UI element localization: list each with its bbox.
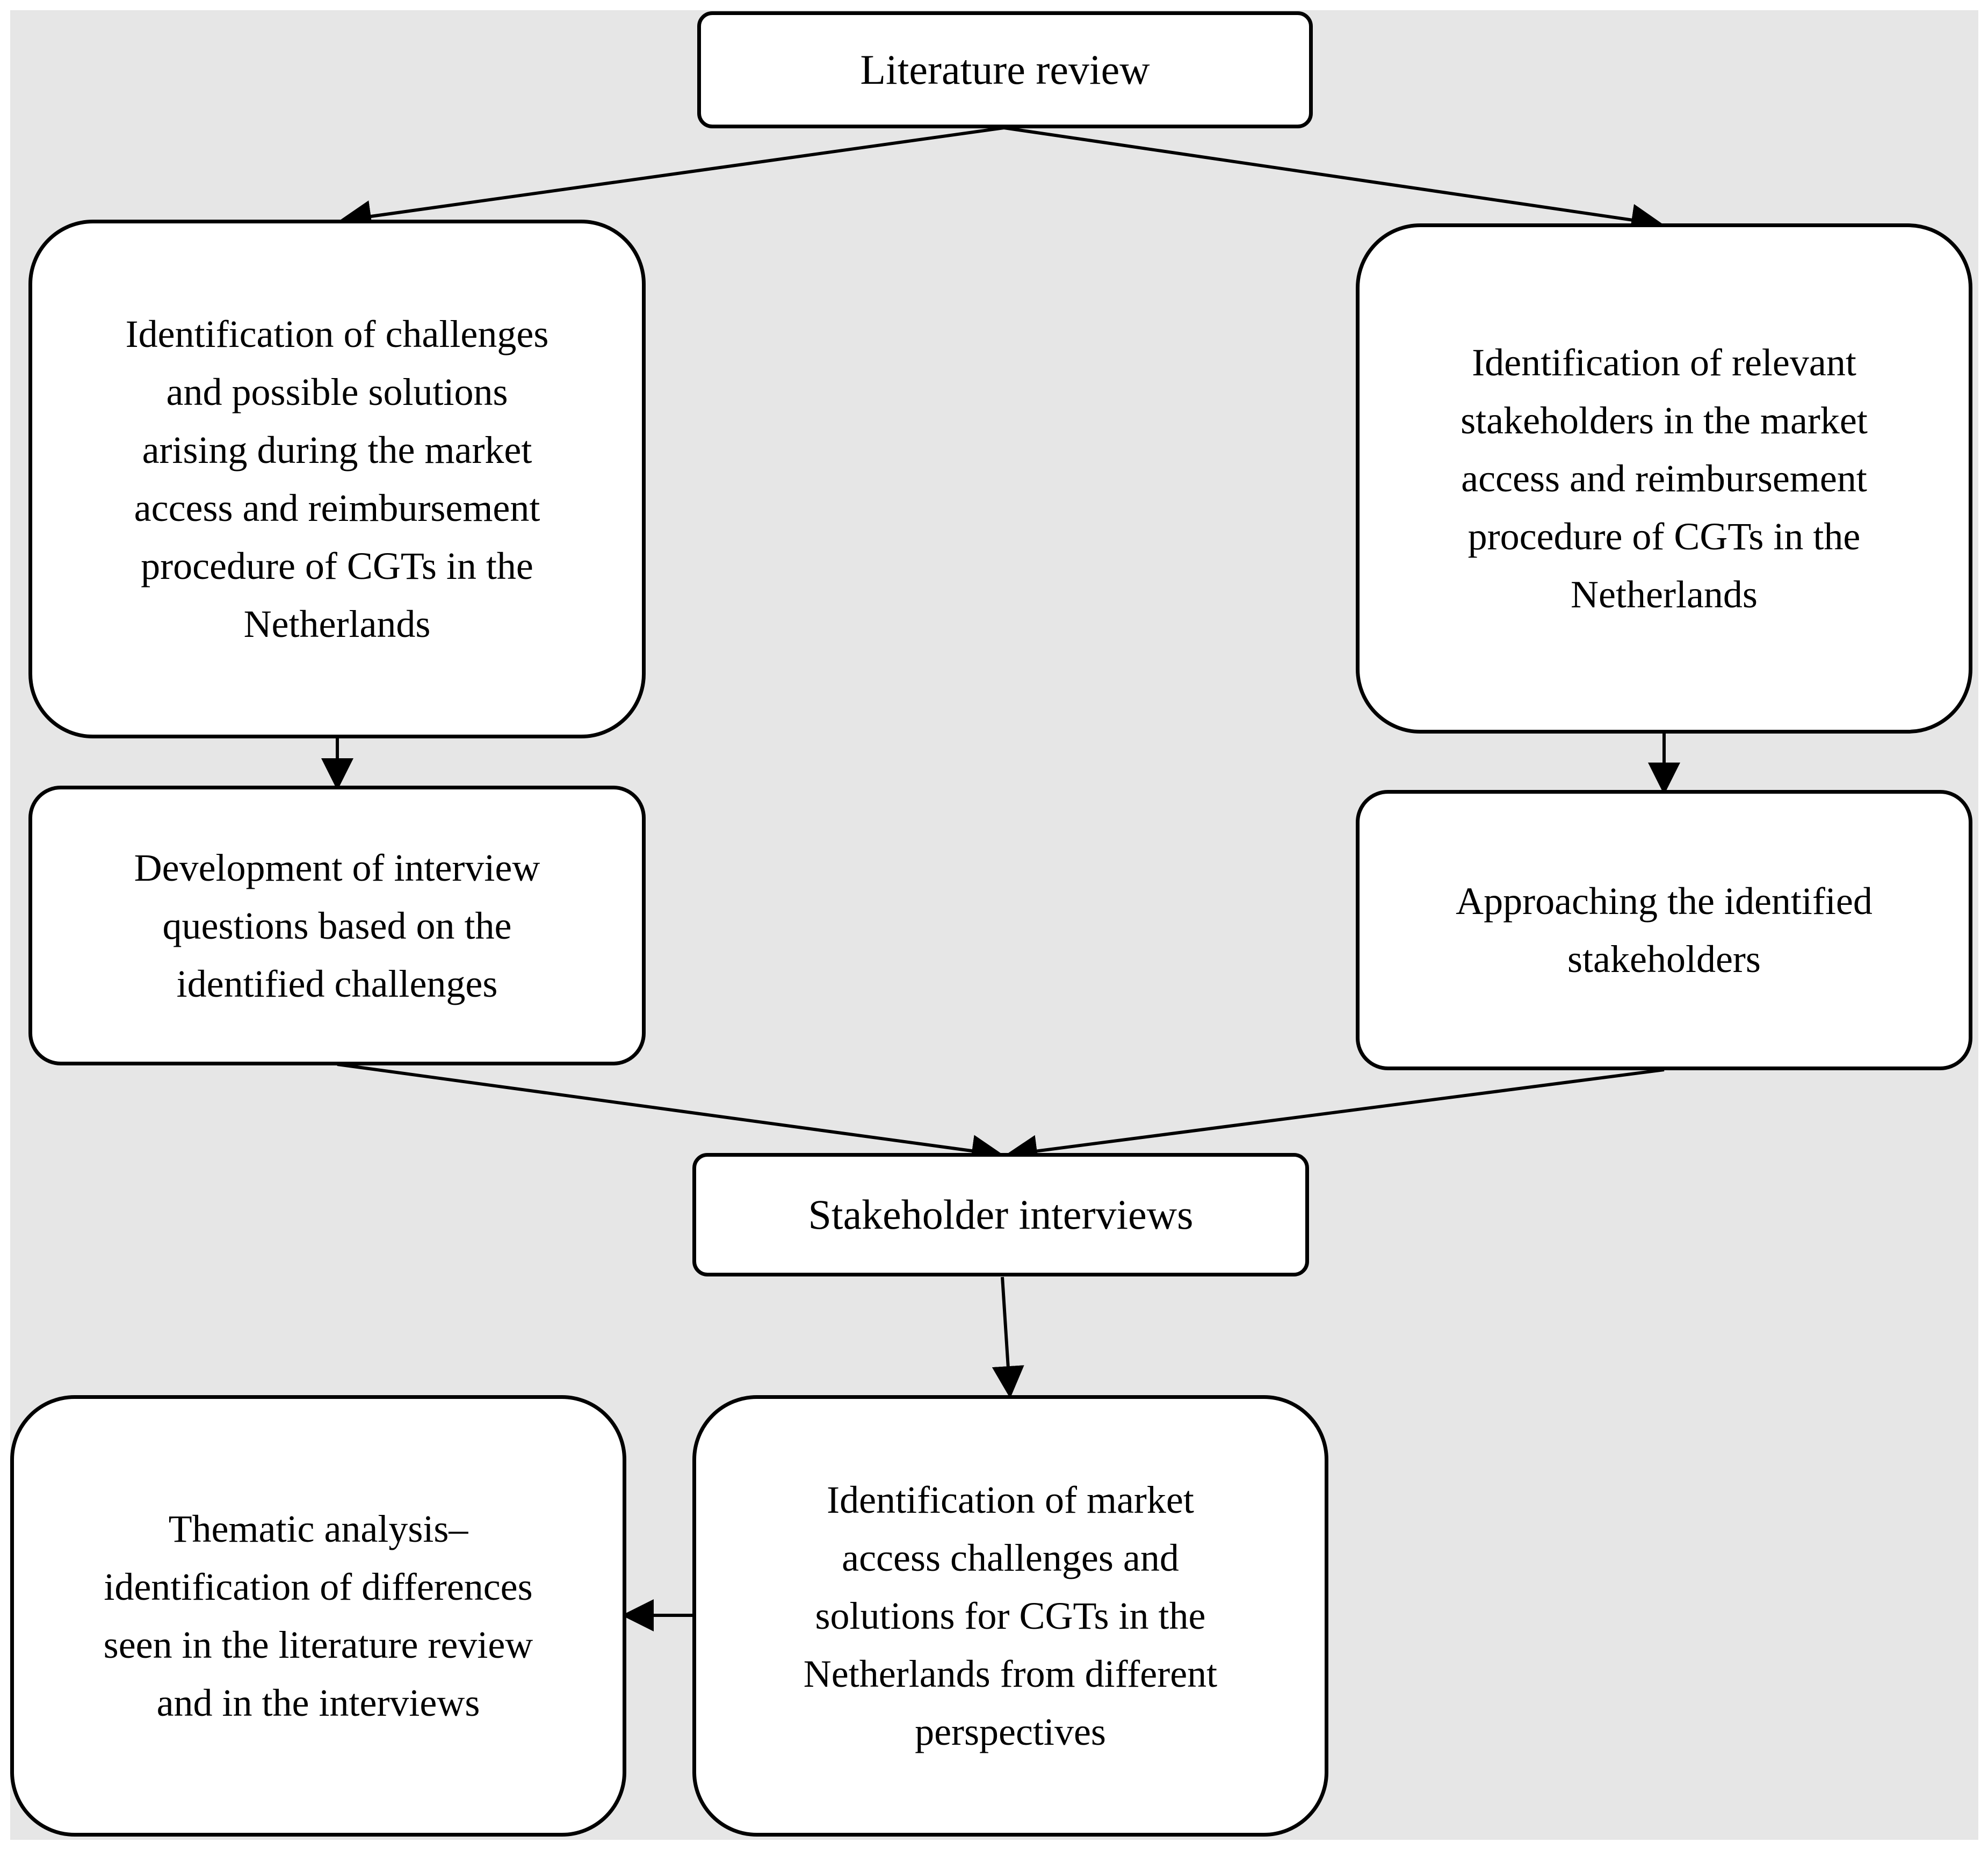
arrow-interview-questions-to-stakeholder-interviews — [337, 1063, 1004, 1167]
node-market-access: Identification of market access challeng… — [692, 1395, 1328, 1837]
node-thematic-analysis-label: Thematic analysis– identification of dif… — [103, 1507, 533, 1724]
arrow-literature-to-challenges — [339, 126, 1004, 233]
node-interview-questions: Development of interview questions based… — [28, 786, 646, 1065]
node-approaching-stakeholders-label: Approaching the identified stakeholders — [1456, 880, 1873, 981]
node-interview-questions-label: Development of interview questions based… — [134, 846, 540, 1005]
node-stakeholders-identification: Identification of relevant stakeholders … — [1356, 223, 1972, 734]
arrow-stakeholder-interviews-to-market-access — [992, 1276, 1024, 1398]
node-market-access-label: Identification of market access challeng… — [803, 1478, 1218, 1753]
node-stakeholder-interviews: Stakeholder interviews — [692, 1153, 1309, 1276]
node-challenges: Identification of challenges and possibl… — [28, 220, 646, 738]
node-approaching-stakeholders: Approaching the identified stakeholders — [1356, 790, 1972, 1070]
node-stakeholders-identification-label: Identification of relevant stakeholders … — [1461, 341, 1868, 616]
node-stakeholder-interviews-label: Stakeholder interviews — [808, 1191, 1194, 1238]
arrow-approaching-to-stakeholder-interviews — [1005, 1068, 1665, 1167]
node-literature-review: Literature review — [697, 11, 1313, 128]
arrow-literature-to-stakeholders-identification — [1003, 126, 1664, 236]
node-thematic-analysis: Thematic analysis– identification of dif… — [10, 1395, 626, 1837]
node-challenges-label: Identification of challenges and possibl… — [125, 313, 549, 645]
node-literature-review-label: Literature review — [860, 46, 1150, 93]
